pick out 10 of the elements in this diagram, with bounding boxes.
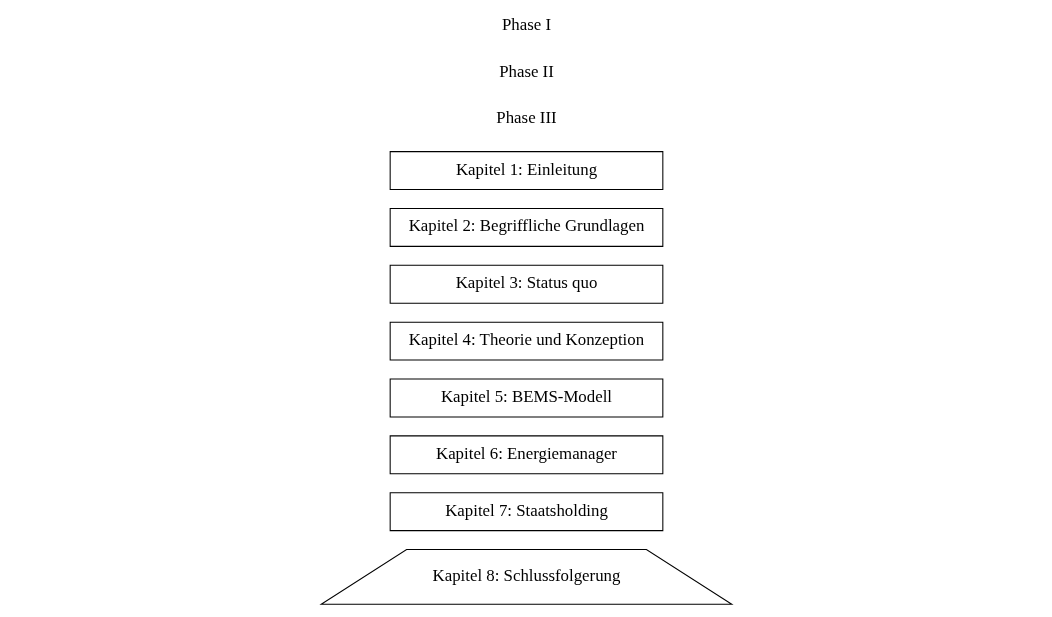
label: Phase I <box>501 15 551 35</box>
node-box: Kapitel 1: Einleitung <box>389 151 663 191</box>
node-box: Kapitel 6: Energiemanager <box>389 435 663 475</box>
node-box: Kapitel 3: Status quo <box>389 264 663 304</box>
node-box: Kapitel 4: Theorie und Konzeption <box>389 321 663 361</box>
node-box: Kapitel 2: Begriffliche Grundlagen <box>389 207 663 247</box>
label: Phase III <box>495 108 557 127</box>
label: Phase II <box>498 61 554 81</box>
node-box: Kapitel 7: Staatsholding <box>389 492 663 532</box>
node-box: Kapitel 5: BEMS-Modell <box>389 378 663 418</box>
